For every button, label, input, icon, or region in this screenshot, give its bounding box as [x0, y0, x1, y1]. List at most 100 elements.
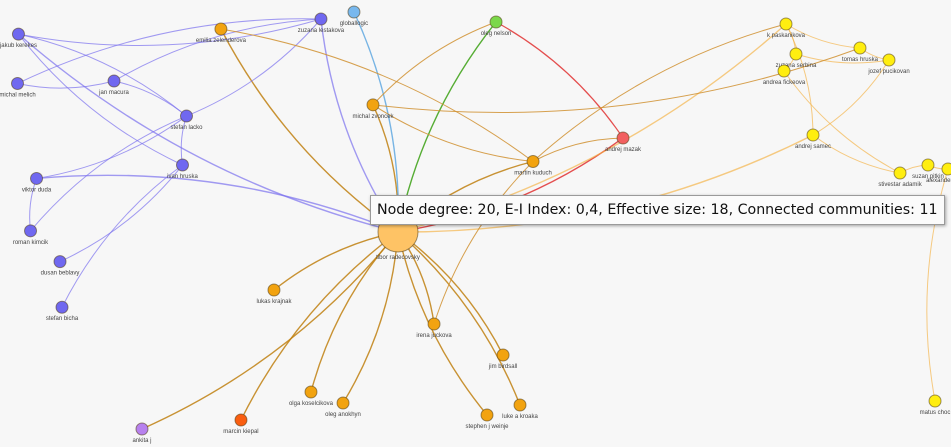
node-tomashruska[interactable]: tomas hruska	[842, 41, 879, 63]
node-circle-andrejsamec[interactable]	[806, 128, 820, 142]
node-stefanbicha[interactable]: stefan bicha	[46, 300, 79, 322]
node-jakubkerekes[interactable]: jakub kerekes	[0, 27, 37, 49]
node-circle-zuzanaserbin[interactable]	[789, 47, 803, 61]
node-circle-stefanbicha[interactable]	[55, 300, 69, 314]
node-label-viktorduda: viktor duda	[22, 187, 52, 193]
node-circle-dusanbeblavy[interactable]	[53, 255, 67, 269]
node-circle-lukaskrajnak[interactable]	[267, 283, 281, 297]
edge-irena-martin	[433, 161, 534, 325]
edge-stefanlacko-ivanhruska	[180, 115, 187, 166]
node-circle-oleg[interactable]	[489, 15, 503, 29]
edge-zuzanalestakova-janmacura	[113, 18, 321, 82]
edge-andrejmazak-oleg	[495, 21, 624, 139]
node-jozef[interactable]: jozef pucikovan	[867, 53, 910, 75]
node-stivestar[interactable]: stivestar adamik	[878, 166, 923, 188]
node-stefanlacko[interactable]: stefan lacko	[170, 109, 203, 131]
node-martin[interactable]: martin kuduch	[514, 155, 552, 177]
node-circle-oleganokhyn[interactable]	[336, 396, 350, 410]
node-irena[interactable]: irena juckova	[416, 317, 452, 339]
edge-zuzanaserbin-jozef	[795, 53, 890, 64]
node-jimbirdsall[interactable]: jim birdsall	[488, 348, 517, 370]
node-michalmelich[interactable]: michal melich	[0, 76, 36, 98]
node-circle-globallogic[interactable]	[347, 5, 361, 19]
node-circle-kpaskanikova[interactable]	[779, 17, 793, 31]
edge-martin-emilia	[220, 28, 534, 162]
node-circle-andrejmazak[interactable]	[616, 131, 630, 145]
node-circle-zuzanalestakova[interactable]	[314, 12, 328, 26]
node-andrejsamec[interactable]: andrej samec	[795, 128, 831, 150]
edge-stefanlacko-viktorduda	[36, 115, 187, 179]
node-label-janmacura: jan macura	[98, 90, 129, 96]
node-marcin[interactable]: marcin kiepal	[223, 413, 259, 435]
node-circle-ivanhruska[interactable]	[175, 158, 189, 172]
node-circle-marcin[interactable]	[234, 413, 248, 427]
node-label-emilia: emilia zelenderova	[196, 38, 247, 44]
node-romankimcik[interactable]: roman kimcik	[13, 224, 49, 246]
node-andreafickeova[interactable]: andrea fickeova	[763, 64, 806, 86]
node-label-oleg: oleg nelson	[481, 31, 512, 37]
node-circle-irena[interactable]	[427, 317, 441, 331]
node-circle-alexander[interactable]	[941, 162, 951, 176]
edge-michalzvoncek-tomashruska	[372, 47, 861, 114]
edge-ivanhruska-stefanbicha	[61, 164, 183, 308]
node-label-romankimcik: roman kimcik	[13, 240, 49, 246]
node-suzanpitkin[interactable]: suzan pitkin	[912, 158, 944, 180]
node-circle-michalzvoncek[interactable]	[366, 98, 380, 112]
node-circle-suzanpitkin[interactable]	[921, 158, 935, 172]
node-oleg[interactable]: oleg nelson	[481, 15, 512, 37]
node-circle-jakubkerekes[interactable]	[11, 27, 25, 41]
node-circle-stefanlacko[interactable]	[179, 109, 193, 123]
node-ankita[interactable]: ankita j	[132, 422, 151, 444]
node-alexander[interactable]: alexander kovac	[926, 162, 951, 184]
node-circle-emilia[interactable]	[214, 22, 228, 36]
edge-viktorduda-romankimcik	[29, 178, 37, 231]
node-circle-matuschoc[interactable]	[928, 394, 942, 408]
node-label-dusanbeblavy: dusan beblavy	[41, 271, 80, 277]
node-label-zuzanaserbin: zuzana serbina	[776, 63, 817, 69]
node-label-hub: tibor radecovsky	[376, 255, 420, 261]
node-stephen[interactable]: stephen j weinje	[465, 408, 509, 430]
node-lukaskrajnak[interactable]: lukas krajnak	[256, 283, 292, 305]
node-zuzanalestakova[interactable]: zuzana lestakova	[298, 12, 345, 34]
node-circle-viktorduda[interactable]	[30, 171, 44, 185]
node-circle-andreafickeova[interactable]	[777, 64, 791, 78]
edge-hub-viktorduda	[36, 174, 399, 233]
node-label-stivestar: stivestar adamik	[878, 182, 922, 188]
node-circle-tomashruska[interactable]	[853, 41, 867, 55]
node-circle-jimbirdsall[interactable]	[496, 348, 510, 362]
node-janmacura[interactable]: jan macura	[98, 74, 130, 96]
node-circle-jozef[interactable]	[882, 53, 896, 67]
edge-jozef-andrejsamec	[812, 59, 890, 136]
node-label-ivanhruska: ivan hruska	[167, 174, 198, 180]
node-emilia[interactable]: emilia zelenderova	[196, 22, 247, 44]
node-circle-martin[interactable]	[526, 155, 540, 169]
node-circle-michalmelich[interactable]	[10, 76, 24, 90]
node-label-michalzvoncek: michal zvoncek	[352, 114, 394, 120]
node-matuschoc[interactable]: matus choc	[920, 394, 951, 416]
node-dusanbeblavy[interactable]: dusan beblavy	[41, 255, 80, 277]
node-label-stefanlacko: stefan lacko	[170, 125, 203, 131]
node-circle-stivestar[interactable]	[893, 166, 907, 180]
node-ivanhruska[interactable]: ivan hruska	[167, 158, 198, 180]
node-circle-olga[interactable]	[304, 385, 318, 399]
node-circle-janmacura[interactable]	[107, 74, 121, 88]
node-viktorduda[interactable]: viktor duda	[22, 171, 52, 193]
node-label-stephen: stephen j weinje	[465, 424, 509, 430]
node-globallogic[interactable]: globallogic	[340, 5, 368, 27]
node-lukekroaka[interactable]: luke a kroaka	[502, 398, 539, 420]
edge-hub-lukekroaka	[397, 231, 521, 406]
node-oleganokhyn[interactable]: oleg anokhyn	[325, 396, 361, 418]
node-circle-romankimcik[interactable]	[24, 224, 38, 238]
node-circle-lukekroaka[interactable]	[513, 398, 527, 412]
node-label-stefanbicha: stefan bicha	[46, 316, 79, 322]
node-label-jakubkerekes: jakub kerekes	[0, 43, 37, 49]
node-olga[interactable]: olga koselcikova	[289, 385, 334, 407]
node-zuzanaserbin[interactable]: zuzana serbina	[776, 47, 817, 69]
node-label-irena: irena juckova	[416, 333, 452, 339]
node-circle-stephen[interactable]	[480, 408, 494, 422]
node-michalzvoncek[interactable]: michal zvoncek	[352, 98, 394, 120]
node-circle-ankita[interactable]	[135, 422, 149, 436]
node-kpaskanikova[interactable]: k paskanikova	[767, 17, 806, 39]
node-andrejmazak[interactable]: andrej mazak	[605, 131, 642, 153]
